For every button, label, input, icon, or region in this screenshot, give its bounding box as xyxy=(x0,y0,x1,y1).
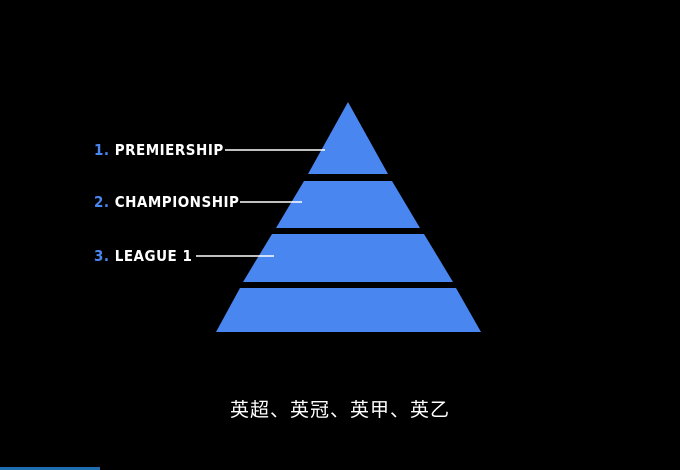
tier-label-1: 1. PREMIERSHIP xyxy=(94,141,224,159)
tier-label-1-number: 1. xyxy=(94,141,110,159)
pyramid-tier-1 xyxy=(308,102,388,174)
progress-strip xyxy=(0,467,100,470)
tier-label-2-text: CHAMPIONSHIP xyxy=(114,193,240,211)
tier-label-3: 3. LEAGUE 1 xyxy=(94,247,192,265)
tier-label-2-number: 2. xyxy=(94,193,110,211)
tier-label-1-text: PREMIERSHIP xyxy=(114,141,224,159)
pyramid-tier-2 xyxy=(276,181,420,228)
tier-label-3-text: LEAGUE 1 xyxy=(114,247,193,265)
tier-label-2: 2. CHAMPIONSHIP xyxy=(94,193,239,211)
caption-text: 英超、英冠、英甲、英乙 xyxy=(229,399,450,421)
pyramid-tier-4 xyxy=(216,288,481,332)
tier-label-3-number: 3. xyxy=(94,247,110,265)
pyramid-tier-3 xyxy=(243,234,453,282)
